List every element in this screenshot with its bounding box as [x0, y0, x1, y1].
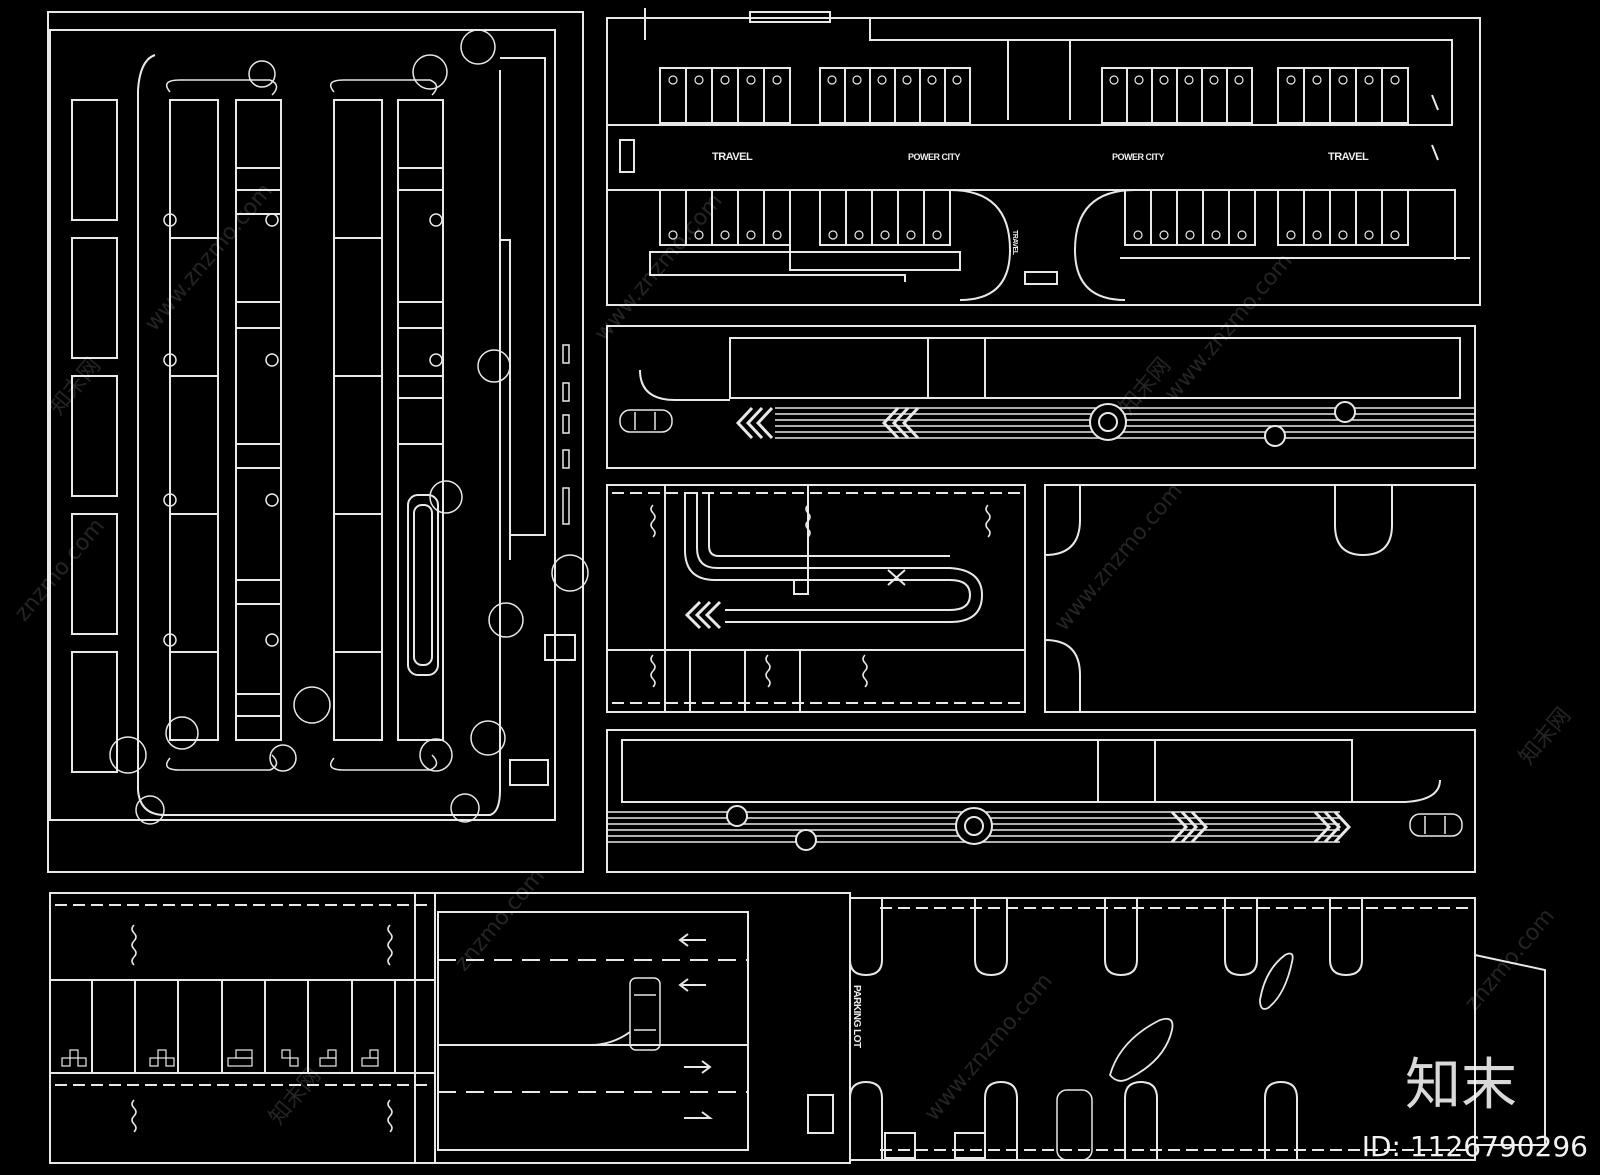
- pillars-top: [849, 898, 1363, 977]
- label-parking-lot: PARKING LOT: [851, 985, 862, 1048]
- garage-plan-top: [606, 8, 1481, 306]
- road-section-2: [606, 729, 1476, 873]
- dashed-edge: [612, 492, 1020, 704]
- parking-area-dolphin: [807, 897, 1546, 1161]
- room-section: [1044, 484, 1476, 713]
- wheel-stops: [668, 75, 1400, 240]
- image-id-label: ID: 1126790296: [1361, 1130, 1588, 1163]
- car-icon: [1056, 1089, 1093, 1161]
- brand-logo: 知末: [1405, 1053, 1517, 1118]
- arrow-left-icon: [678, 933, 706, 947]
- turn-markings: [163, 79, 443, 771]
- stall-block-bottom: [659, 189, 1409, 246]
- spring-markers: [131, 924, 393, 1133]
- bollards: [562, 344, 570, 525]
- label-travel-vertical: TRAVEL: [1011, 230, 1018, 255]
- pillars-bottom: [849, 1080, 1298, 1160]
- left-stall-row: [71, 99, 118, 773]
- ramp-chevrons: [684, 600, 722, 630]
- ramp-section: [606, 484, 1026, 713]
- dolphin-icon: [1109, 952, 1294, 1082]
- bottom-stall-section: [49, 892, 436, 1164]
- label-travel-left: TRAVEL: [712, 151, 753, 163]
- label-travel-right: TRAVEL: [1328, 151, 1369, 163]
- car-icon: [629, 977, 661, 1051]
- stall-block-top: [659, 67, 1409, 124]
- tree-icons: [109, 29, 589, 825]
- parking-lot-plan: [47, 11, 589, 873]
- stacked-blocks: [61, 1049, 379, 1067]
- spring-markers: [650, 504, 991, 688]
- arrow-right-icon: [684, 1111, 713, 1119]
- car-icon: [619, 409, 673, 433]
- label-power-city-left: POWER CITY: [908, 152, 961, 162]
- dashed-edge: [880, 907, 1470, 1151]
- dashed-lane: [438, 959, 748, 1093]
- arrow-left-icon: [678, 978, 706, 992]
- direction-chevrons-right: [1170, 810, 1352, 844]
- car-icon: [1409, 813, 1463, 837]
- stall-column-2: [333, 99, 444, 741]
- direction-chevrons-left: [735, 406, 920, 440]
- dashed-edge: [55, 904, 430, 1086]
- arrow-right-icon: [684, 1060, 712, 1074]
- road-section-1: [606, 325, 1476, 469]
- label-power-city-right: POWER CITY: [1112, 152, 1165, 162]
